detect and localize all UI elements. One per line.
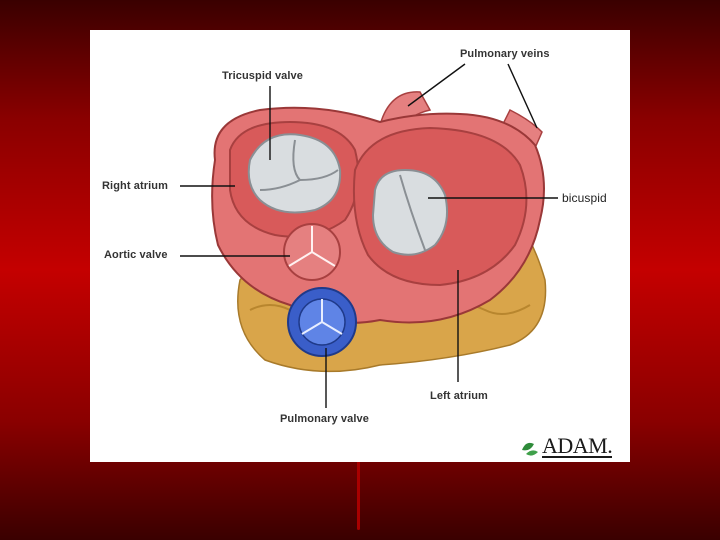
bicuspid-valve-cusps xyxy=(399,174,426,251)
label-pulmonary-valve: Pulmonary valve xyxy=(280,413,369,425)
label-pulmonary-veins: Pulmonary veins xyxy=(460,48,550,60)
decorative-red-stroke xyxy=(357,455,360,530)
tricuspid-valve-shape xyxy=(247,133,342,214)
diagram-panel: Tricuspid valve Pulmonary veins Right at… xyxy=(90,30,630,462)
label-left-atrium: Left atrium xyxy=(430,390,488,402)
tricuspid-valve-cusps xyxy=(259,139,339,191)
label-bicuspid: bicuspid xyxy=(562,191,607,205)
label-aortic-valve: Aortic valve xyxy=(104,249,168,261)
pulmonary-valve-cusps xyxy=(301,299,343,335)
leader-pulmonary-veins-2 xyxy=(507,63,538,129)
adam-leaf-icon xyxy=(522,442,538,456)
bicuspid-valve-shape xyxy=(371,168,448,256)
adam-logo-text: ADAM. xyxy=(542,433,613,458)
label-tricuspid-valve: Tricuspid valve xyxy=(222,70,303,82)
adam-logo: ADAM. xyxy=(542,433,613,458)
heart-illustration xyxy=(180,63,558,456)
label-right-atrium: Right atrium xyxy=(102,180,168,192)
aortic-valve-cusps xyxy=(288,226,336,267)
leader-pulmonary-veins-1 xyxy=(407,63,466,107)
